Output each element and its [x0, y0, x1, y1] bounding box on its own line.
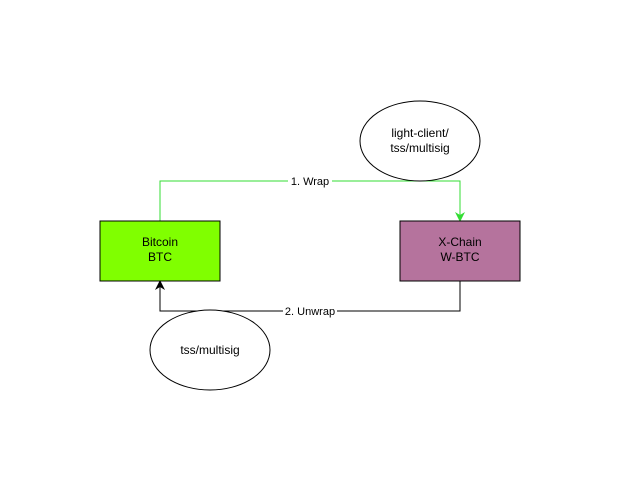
unwrap-edge[interactable]: 2. Unwrap	[155, 280, 461, 318]
xchain-node-subtitle: W-BTC	[440, 250, 479, 264]
wrap-edge-label-bg	[288, 174, 332, 188]
bitcoin-node-subtitle: BTC	[148, 250, 172, 264]
tss-multisig-ellipse-shape[interactable]	[149, 309, 271, 391]
wrap-edge[interactable]: 1. Wrap	[159, 174, 465, 222]
wrap-edge-label: 1. Wrap	[291, 176, 329, 188]
bitcoin-node[interactable]: Bitcoin BTC	[99, 220, 221, 282]
bitcoin-node-box[interactable]	[99, 220, 221, 282]
tss-multisig-ellipse[interactable]: tss/multisig	[149, 309, 271, 391]
xchain-node-title: X-Chain	[438, 235, 481, 249]
bitcoin-node-title: Bitcoin	[142, 235, 178, 249]
light-client-ellipse-line1: light-client/	[391, 126, 449, 140]
light-client-ellipse-shape[interactable]	[359, 100, 481, 182]
unwrap-edge-label: 2. Unwrap	[285, 306, 335, 318]
xchain-node[interactable]: X-Chain W-BTC	[399, 220, 521, 282]
xchain-node-box[interactable]	[399, 220, 521, 282]
tss-multisig-ellipse-label: tss/multisig	[180, 343, 239, 357]
unwrap-edge-label-bg	[283, 304, 337, 318]
light-client-ellipse[interactable]: light-client/ tss/multisig	[359, 100, 481, 182]
light-client-ellipse-line2: tss/multisig	[390, 141, 449, 155]
